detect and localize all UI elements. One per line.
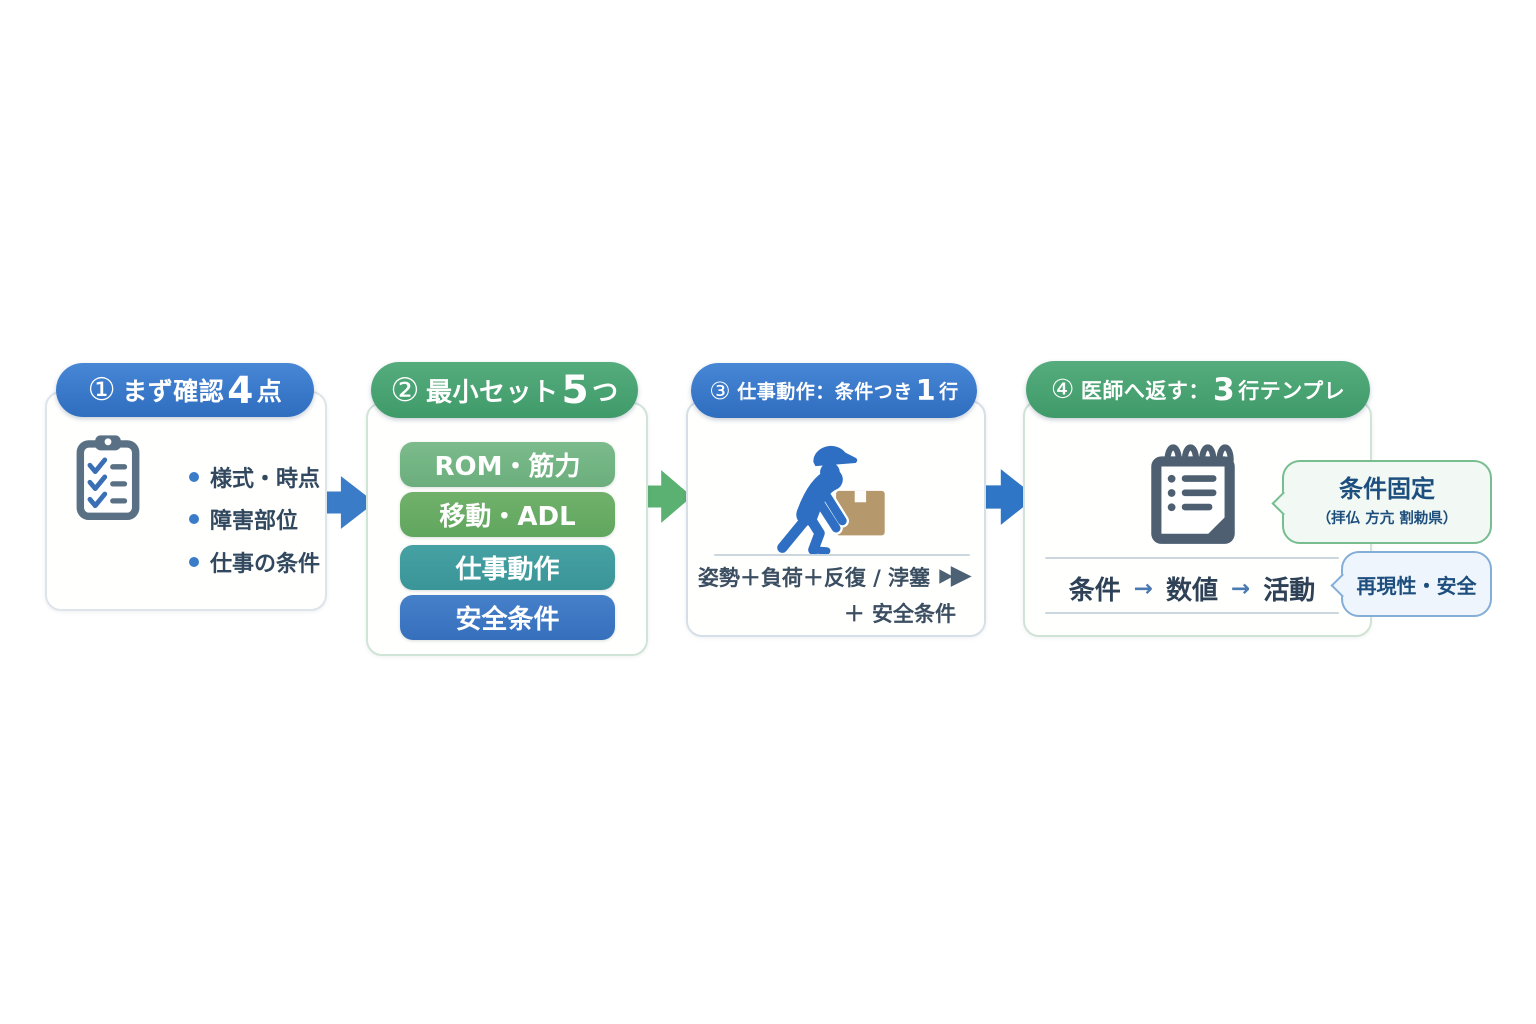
- arrow-right-icon: →: [1231, 575, 1251, 602]
- divider: [714, 554, 970, 556]
- step1-card: 様式・時点 障害部位 仕事の条件: [45, 391, 327, 611]
- worker-lifting-box-icon: [777, 445, 885, 554]
- callout-title: 条件固定: [1339, 475, 1435, 503]
- step4-number: ④: [1050, 374, 1075, 405]
- check-point-3: 仕事の条件: [210, 552, 321, 577]
- step3-header: ③ 仕事動作：条件つき 1 行: [691, 363, 977, 418]
- step2-card: ROM・筋力 移動・ADL 仕事動作 安全条件: [366, 402, 648, 656]
- clipboard-icon: [76, 435, 140, 521]
- set-bar-adl: 移動・ADL: [400, 492, 615, 537]
- callout-label: 再現性・安全: [1356, 573, 1477, 598]
- step2-count: 5: [561, 367, 590, 413]
- step4-title: 医師へ返す：: [1080, 378, 1210, 403]
- step3-title: 仕事動作：条件つき: [737, 381, 913, 403]
- list-item: 仕事の条件: [189, 545, 320, 579]
- step1-title: まず確認: [122, 377, 225, 406]
- set-bar-work-motion: 仕事動作: [400, 545, 615, 590]
- step1-count-unit: 点: [256, 377, 283, 406]
- step2-title: 最小セット: [425, 377, 559, 408]
- arrow-right-icon: →: [1133, 575, 1153, 602]
- divider: [1045, 557, 1339, 559]
- step2-number: ②: [390, 371, 420, 409]
- step1-number: ①: [87, 372, 117, 408]
- formula-step-conditions: 条件: [1068, 576, 1121, 606]
- bullet-icon: [189, 472, 199, 482]
- template-formula: 条件 → 数値 → 活動: [1025, 570, 1359, 607]
- check-point-2: 障害部位: [210, 509, 299, 534]
- step3-count: 1: [915, 374, 937, 407]
- step1-count: 4: [227, 368, 254, 412]
- list-item: 様式・時点: [189, 460, 320, 494]
- step4-header: ④ 医師へ返す： 3 行テンプレ: [1026, 361, 1370, 418]
- set-bar-safety: 安全条件: [400, 595, 615, 640]
- step3-card: 姿勢＋負荷＋反復 / 浡簺 ＋ 安全条件: [686, 400, 986, 637]
- formula-step-values: 数値: [1165, 576, 1218, 606]
- step2-header: ② 最小セット 5 つ: [371, 362, 638, 418]
- step4-count-unit: 行テンプレ: [1238, 378, 1346, 403]
- fast-forward-icon: [939, 566, 972, 587]
- caption-line2: ＋ 安全条件: [843, 602, 956, 626]
- step4-count: 3: [1212, 371, 1236, 408]
- conditions-fixed-callout: 条件固定 （拝仏 方亢 割勅県）: [1271, 460, 1492, 544]
- step3-count-unit: 行: [939, 381, 959, 403]
- check-point-1: 様式・時点: [210, 467, 321, 492]
- notepad-icon: [1151, 444, 1235, 544]
- reproducibility-safety-callout: 再現性・安全: [1330, 551, 1492, 617]
- step2-count-unit: つ: [592, 377, 619, 408]
- formula-step-activity: 活動: [1263, 576, 1316, 606]
- callout-subtitle: （拝仏 方亢 割勅県）: [1316, 511, 1458, 527]
- divider: [1045, 612, 1339, 614]
- bullet-icon: [189, 557, 199, 567]
- step1-header: ① まず確認 4 点: [56, 363, 314, 417]
- bullet-icon: [189, 514, 199, 524]
- step3-number: ③: [709, 376, 732, 405]
- work-motion-caption: 姿勢＋負荷＋反復 / 浡簺: [688, 562, 984, 592]
- set-bar-rom: ROM・筋力: [400, 442, 615, 487]
- list-item: 障害部位: [189, 502, 298, 536]
- caption-line1: 姿勢＋負荷＋反復 / 浡簺: [697, 566, 931, 590]
